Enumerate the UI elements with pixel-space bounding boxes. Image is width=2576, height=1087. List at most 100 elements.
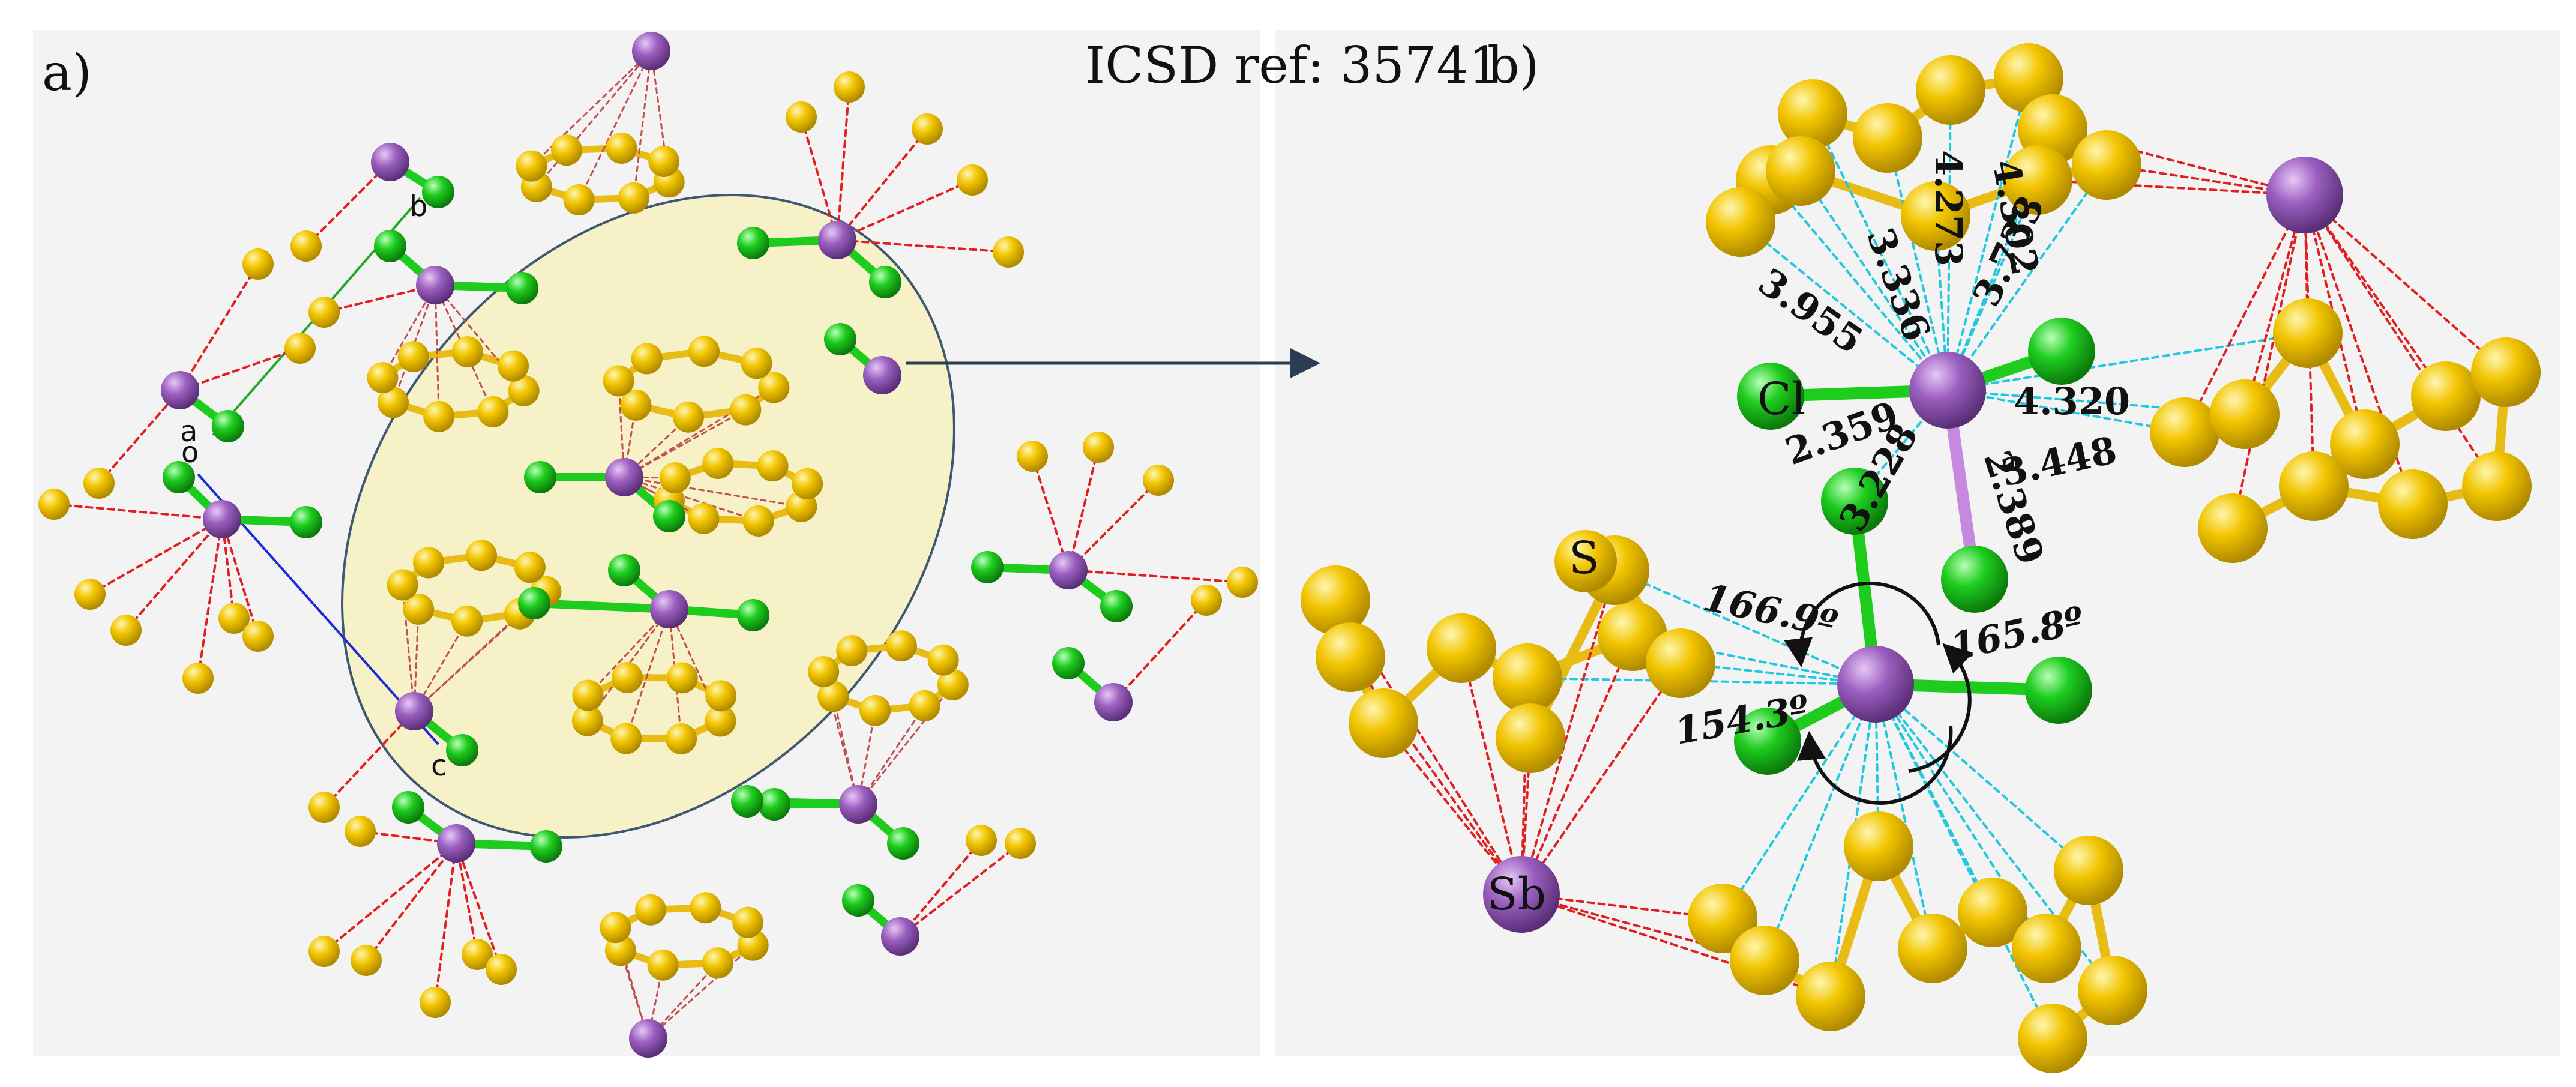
- panel-b-cyan-contact: [1739, 221, 1949, 391]
- panel-a-ring-2-sulfur-atom: [792, 468, 823, 499]
- panel-a-ring-1-sulfur-atom: [673, 401, 705, 433]
- panel-a-sulfur-atom: [966, 825, 997, 856]
- panel-a-ring-1-sulfur-atom: [603, 365, 634, 397]
- panel-b-antimony-atom: [1837, 646, 1914, 723]
- panel-b-cyan-contact: [1769, 179, 1949, 391]
- panel-a-ring-7-sulfur-atom: [702, 947, 733, 979]
- panel-a-contact: [647, 944, 754, 1040]
- panel-a-antimony-atom: [839, 785, 877, 824]
- panel-b-chlorine-atom: [1734, 708, 1801, 775]
- axis-label-a: a: [180, 415, 197, 448]
- atom-label-cl: Cl: [1757, 373, 1805, 425]
- panel-a-contact: [857, 705, 926, 805]
- panel-a-contact: [434, 284, 440, 418]
- panel-a-ring-5-sulfur-atom: [571, 705, 603, 736]
- panel-a-chlorine-atom: [392, 791, 424, 824]
- panel-a-chlorine-atom: [737, 599, 769, 631]
- panel-a-contact: [623, 476, 760, 522]
- distance-label-4-320: 4.320: [2014, 379, 2130, 423]
- axis-label-b: b: [409, 190, 427, 223]
- panel-a-contact: [98, 389, 181, 484]
- panel-a-ring-0-sulfur-atom: [516, 150, 547, 182]
- panel-a-chlorine-atom: [608, 554, 640, 586]
- panel-a-ring-6-sulfur-atom: [859, 694, 891, 726]
- panel-a-sulfur-atom: [345, 816, 376, 847]
- panel-a-ring-2-sulfur-atom: [757, 450, 789, 482]
- panel-a-ring-1-sulfur-atom: [688, 336, 720, 367]
- panel-b-cyan-contact: [1631, 635, 1877, 685]
- panel-b-red-contact: [2231, 194, 2306, 529]
- panel-a-ring-3-sulfur-atom: [377, 387, 409, 418]
- panel-a-ring-6-sulfur-atom: [927, 644, 959, 676]
- panel-b-cyan-contact: [1874, 683, 2054, 1040]
- panel-a-contact: [434, 842, 457, 1004]
- panel-a-contact: [1031, 455, 1070, 571]
- panel-b-cyan-contact: [1886, 137, 1949, 391]
- panel-a-contact: [381, 284, 436, 379]
- panel-a-chlorine-atom: [530, 830, 562, 863]
- panel-b-sulfur-atom: [1901, 181, 1970, 251]
- panel-b-sulfur-atom: [1778, 79, 1847, 149]
- panel-a-sulfur-atom: [38, 489, 70, 520]
- panel-b-sulfur-atom: [1316, 622, 1385, 692]
- panel-b-sulfur-atom: [1496, 703, 1565, 773]
- panel-a-sulfur-atom: [1227, 567, 1258, 598]
- panel-b-red-contact: [1520, 635, 1634, 896]
- panel-a-ring-2-sulfur-atom: [742, 505, 774, 537]
- panel-b-sulfur-atom: [2462, 451, 2532, 521]
- panel-a-contact: [125, 518, 223, 631]
- panel-a-contact: [836, 86, 850, 241]
- panel-a-chlorine-atom: [842, 884, 874, 917]
- panel-a-ring-6-sulfur-atom: [937, 669, 969, 700]
- panel-a-ring-1-sulfur-atom: [620, 389, 652, 421]
- angle-arc-154-3: [1797, 726, 1953, 805]
- panel-a-ring-4-sulfur-atom: [387, 569, 418, 601]
- panel-a-ring-4-sulfur-atom: [451, 605, 483, 637]
- panel-a-ring-1-sulfur-atom: [741, 348, 772, 379]
- panel-a-sulfur-atom: [912, 113, 943, 145]
- panel-a-sulfur-atom: [74, 579, 106, 610]
- panel-a-contact: [1112, 599, 1208, 703]
- panel-b-red-contact: [1520, 662, 1682, 896]
- panel-a-contact: [1067, 569, 1244, 583]
- panel-a-ring-4-sulfur-atom: [403, 593, 435, 625]
- panel-b-red-contact: [1520, 569, 1616, 896]
- panel-a-sulfur-atom: [1017, 441, 1048, 472]
- panel-b-red-contact: [2304, 194, 2507, 373]
- panel-a-chlorine-atom: [758, 788, 790, 821]
- panel-b-sulfur-atom: [2054, 836, 2123, 905]
- panel-b-sulfur-atom: [2018, 1004, 2087, 1073]
- panel-a-sulfur-atom: [993, 236, 1024, 268]
- panel-a-contact: [413, 613, 521, 712]
- panel-a-ring-5-sulfur-atom: [611, 662, 643, 694]
- axis-label-o: o: [181, 436, 199, 469]
- panel-a-sulfur-atom: [834, 71, 865, 103]
- panel-a-sulfur-atom: [420, 987, 451, 1018]
- panel-b-sulfur-atom: [2378, 469, 2448, 539]
- panel-b-sulfur-atom: [1844, 811, 1913, 881]
- panel-a-ring-1-sulfur-atom: [631, 343, 663, 375]
- panel-b-sulfur-atom: [2150, 397, 2219, 467]
- panel-a-ring-2-sulfur-atom: [702, 448, 734, 480]
- panel-b-sulfur-atom: [1853, 103, 1922, 173]
- panel-b-red-contact: [2304, 194, 2498, 487]
- panel-a-ring-3-sulfur-atom: [397, 341, 429, 373]
- panel-a-contact: [836, 179, 974, 241]
- panel-b-sulfur-atom: [1898, 914, 1967, 983]
- panel-a-antimony-atom: [650, 590, 688, 628]
- panel-a-ring-3-sulfur-atom: [367, 362, 399, 394]
- panel-a-antimony-atom: [1094, 683, 1133, 721]
- panel-b-antimony-atom-labeled: [1483, 856, 1560, 933]
- panel-a-contact: [857, 684, 954, 805]
- panel-a-ring-0-sulfur-atom: [563, 184, 595, 215]
- panel-a-contact: [305, 161, 391, 247]
- panel-b-sulfur-atom: [2198, 493, 2268, 563]
- panel-a-contact: [455, 842, 478, 956]
- panel-a-antimony-atom: [437, 824, 475, 863]
- panel-b-sulfur-atom: [1730, 926, 1799, 995]
- panel-a-ring-1-sulfur-atom: [730, 394, 762, 426]
- reference-label: ICSD ref: 35741: [1085, 36, 1500, 95]
- panel-b-sulfur-atom: [2012, 914, 2081, 983]
- panel-a-contact: [323, 842, 457, 953]
- panel-b-cyan-contact: [1874, 683, 1934, 950]
